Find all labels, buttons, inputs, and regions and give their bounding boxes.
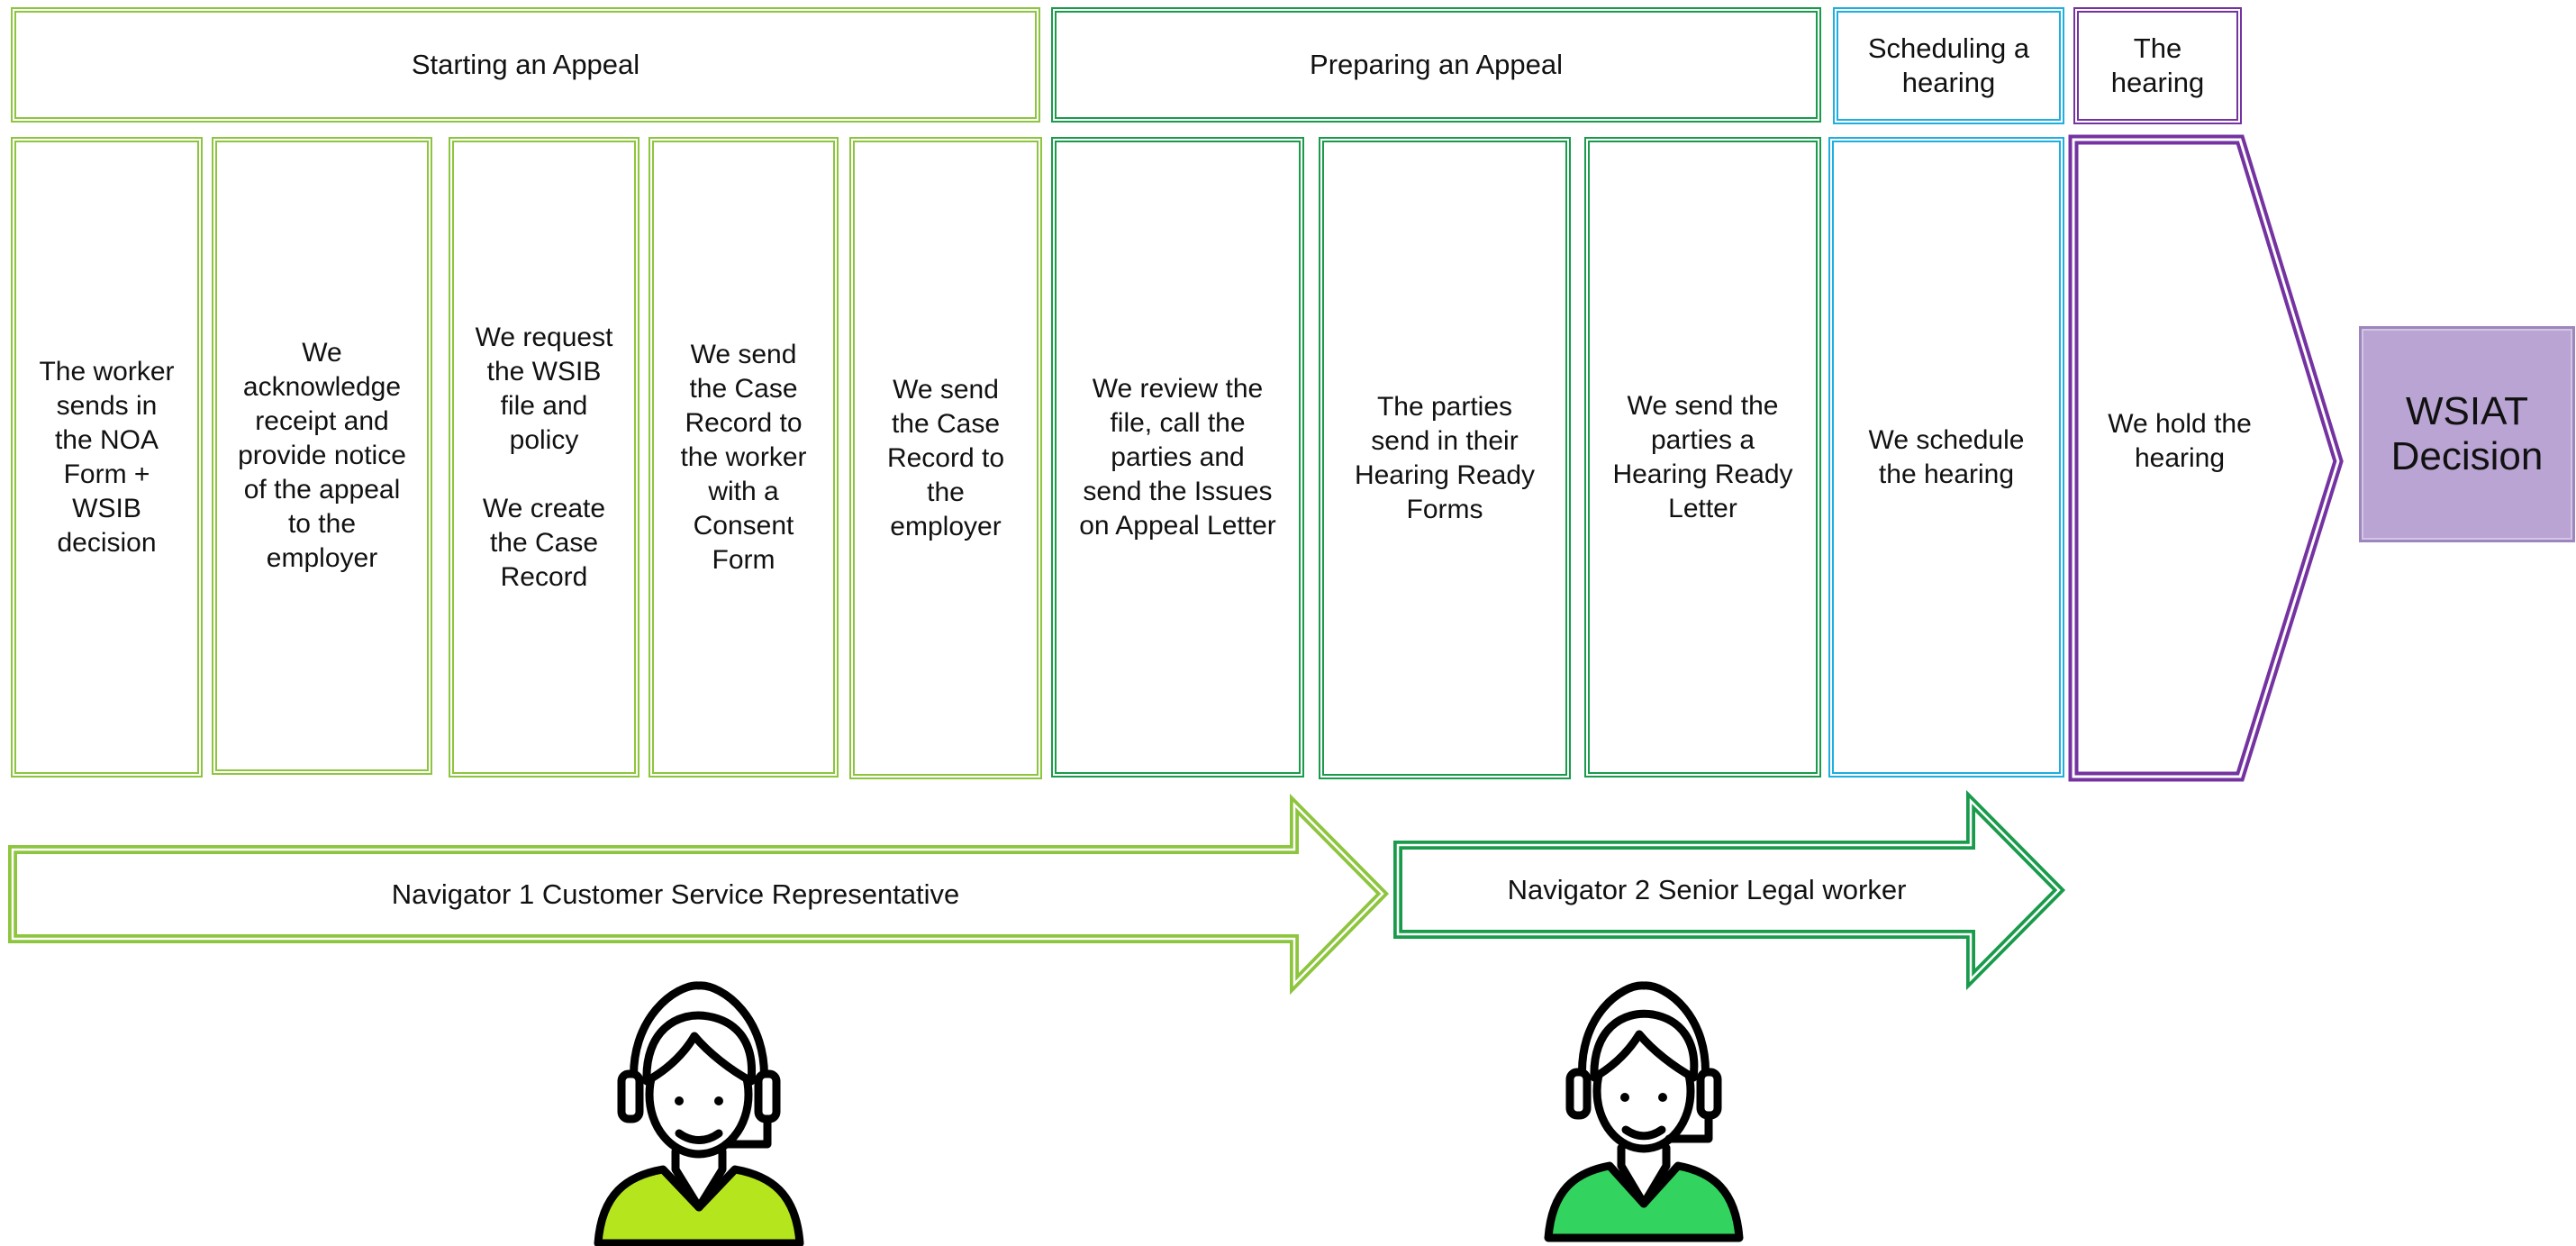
phase-header-starting: Starting an Appeal — [11, 7, 1040, 123]
step-worker-sends-noa: The worker sends in the NOA Form + WSIB … — [11, 137, 203, 778]
step-parties-send-forms: The parties send in their Hearing Ready … — [1319, 137, 1571, 779]
step-send-case-record-worker: We send the Case Record to the worker wi… — [649, 137, 839, 778]
agent-shirt — [594, 1165, 804, 1246]
navigator-1-label: Navigator 1 Customer Service Representat… — [391, 878, 960, 910]
step-request-wsib-file: We request the WSIB file and policy We c… — [449, 137, 639, 778]
step-schedule-hearing: We schedule the hearing — [1828, 137, 2064, 778]
phase-header-preparing: Preparing an Appeal — [1051, 7, 1821, 123]
wsiat-decision-box: WSIAT Decision — [2359, 326, 2575, 542]
step-hold-hearing: We hold the hearing — [2108, 409, 2252, 473]
step-send-hearing-ready-letter: We send the parties a Hearing Ready Lett… — [1584, 137, 1821, 778]
customer-service-agent-icon — [1544, 981, 1744, 1242]
navigator-2-label: Navigator 2 Senior Legal worker — [1507, 874, 1907, 905]
step-review-file: We review the file, call the parties and… — [1051, 137, 1304, 778]
phase-header-hearing: The hearing — [2073, 7, 2242, 124]
step-acknowledge-receipt: We acknowledge receipt and provide notic… — [212, 137, 432, 775]
agent-shirt — [1544, 1161, 1744, 1242]
step-send-case-record-employer: We send the Case Record to the employer — [849, 137, 1042, 779]
phase-header-scheduling: Scheduling a hearing — [1833, 7, 2064, 124]
customer-service-agent-icon — [594, 981, 804, 1246]
